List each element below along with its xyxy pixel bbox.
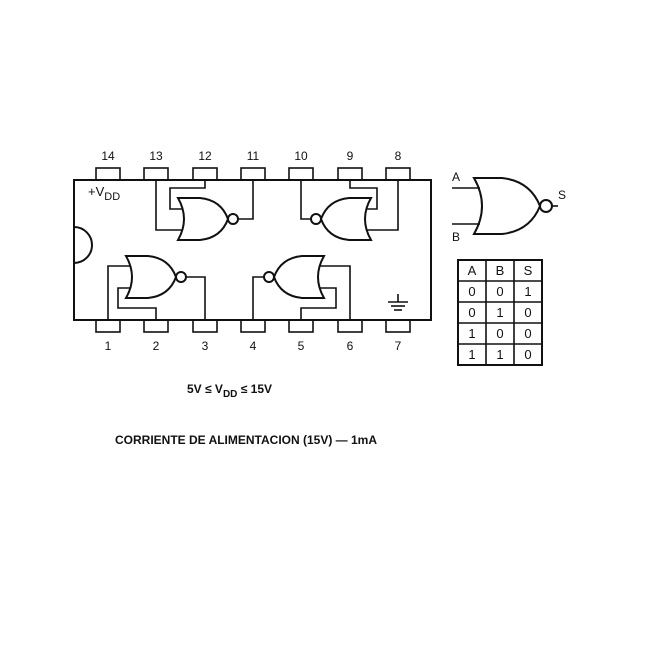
nor-gate-upper-right xyxy=(300,180,399,241)
bottom-pins xyxy=(95,319,411,333)
tt-cell: 0 xyxy=(468,305,475,320)
pin-num-13: 13 xyxy=(149,149,163,163)
pin-num-6: 6 xyxy=(347,339,354,353)
pin-8 xyxy=(385,167,411,181)
nor-gate-lower-left xyxy=(107,255,206,320)
nor-gate-upper-left xyxy=(155,180,254,241)
pin-num-2: 2 xyxy=(153,339,160,353)
tt-cell: 1 xyxy=(468,347,475,362)
vdd-subscript: DD xyxy=(104,191,120,203)
pin-num-3: 3 xyxy=(202,339,209,353)
tt-cell: 0 xyxy=(496,284,503,299)
pin-2 xyxy=(143,319,169,333)
truth-table: A B S 0 0 1 0 1 0 1 0 0 1 1 0 xyxy=(457,259,543,366)
tt-cell: 0 xyxy=(524,326,531,341)
pin-5 xyxy=(288,319,314,333)
supply-current-caption: CORRIENTE DE ALIMENTACION (15V) — 1mA xyxy=(115,433,377,447)
pin-10 xyxy=(288,167,314,181)
pin-num-1: 1 xyxy=(105,339,112,353)
vdd-plus-v: +V xyxy=(88,184,105,199)
pin-num-9: 9 xyxy=(347,149,354,163)
tt-cell: 0 xyxy=(496,326,503,341)
pin-num-12: 12 xyxy=(198,149,212,163)
symbol-input-b: B xyxy=(452,230,460,244)
pin-num-11: 11 xyxy=(247,149,260,163)
nor-symbol: A B S xyxy=(452,170,566,244)
ic-notch xyxy=(73,226,93,264)
pin-14 xyxy=(95,167,121,181)
vdd-label: +VDD xyxy=(88,184,120,203)
bottom-pin-numbers: 1 2 3 4 5 6 7 xyxy=(105,339,402,353)
pin-6 xyxy=(337,319,363,333)
tt-header-a: A xyxy=(468,263,477,278)
symbol-output-s: S xyxy=(558,188,566,202)
nor-gate-lower-right xyxy=(252,255,351,320)
top-pin-numbers: 14 13 12 11 10 9 8 xyxy=(101,149,401,163)
pin-4 xyxy=(240,319,266,333)
pin-3 xyxy=(192,319,218,333)
pin-9 xyxy=(337,167,363,181)
tt-cell: 1 xyxy=(496,347,503,362)
tt-cell: 0 xyxy=(524,347,531,362)
vdd-range-condition: 5V ≤ VDD ≤ 15V xyxy=(187,382,272,400)
pin-7 xyxy=(385,319,411,333)
pin-num-14: 14 xyxy=(101,149,115,163)
cond-right: ≤ 15V xyxy=(237,382,272,396)
symbol-input-a: A xyxy=(452,170,460,184)
tt-cell: 0 xyxy=(524,305,531,320)
tt-cell: 0 xyxy=(468,284,475,299)
pin-12 xyxy=(192,167,218,181)
pin-num-7: 7 xyxy=(395,339,402,353)
ground-icon xyxy=(388,294,408,311)
pin-num-5: 5 xyxy=(298,339,305,353)
pin-num-10: 10 xyxy=(294,149,308,163)
pin-13 xyxy=(143,167,169,181)
top-pins xyxy=(95,167,411,181)
pin-num-8: 8 xyxy=(395,149,402,163)
tt-header-s: S xyxy=(524,263,533,278)
tt-cell: 1 xyxy=(468,326,475,341)
pin-num-4: 4 xyxy=(250,339,257,353)
cond-sub: DD xyxy=(223,389,237,400)
cond-left: 5V ≤ V xyxy=(187,382,223,396)
pin-1 xyxy=(95,319,121,333)
pin-11 xyxy=(240,167,266,181)
tt-cell: 1 xyxy=(496,305,503,320)
tt-header-b: B xyxy=(496,263,505,278)
tt-cell: 1 xyxy=(524,284,531,299)
